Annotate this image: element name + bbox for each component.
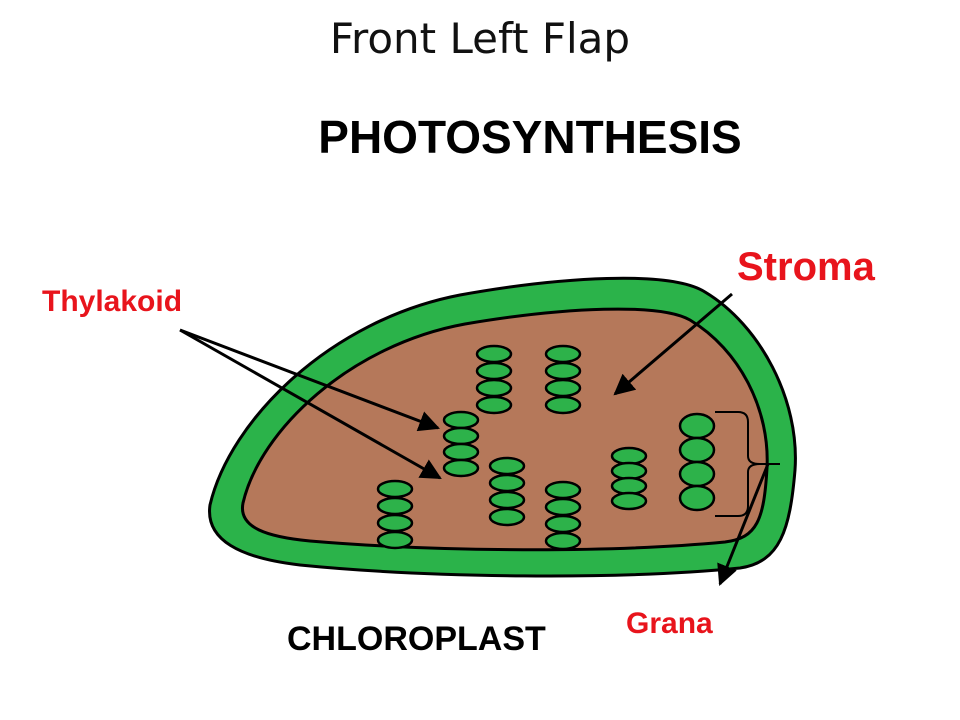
- grana-stack: [442, 410, 480, 478]
- thylakoid-disc: [475, 344, 513, 364]
- thylakoid-disc: [544, 395, 582, 415]
- thylakoid-disc: [442, 410, 480, 430]
- thylakoid-disc: [544, 378, 582, 398]
- grana-stack: [544, 344, 582, 415]
- thylakoid-disc: [475, 378, 513, 398]
- thylakoid-disc: [610, 491, 648, 511]
- thylakoid-disc: [544, 514, 582, 534]
- thylakoid-disc: [488, 473, 526, 493]
- grana-stack: [678, 412, 716, 512]
- thylakoid-disc: [544, 361, 582, 381]
- thylakoid-arrow-upper: [179, 328, 440, 432]
- grana-bracket: [715, 411, 780, 517]
- grana-arrow: [717, 463, 770, 586]
- thylakoid-disc: [376, 496, 414, 516]
- thylakoid-disc: [442, 426, 480, 446]
- thylakoid-disc: [488, 507, 526, 527]
- thylakoid-disc: [376, 513, 414, 533]
- stroma-label: Stroma: [737, 245, 875, 289]
- thylakoid-disc: [442, 442, 480, 462]
- thylakoid-disc: [488, 490, 526, 510]
- grana-stack: [475, 344, 513, 415]
- thylakoid-disc: [544, 497, 582, 517]
- thylakoid-disc: [678, 484, 716, 512]
- grana-stack: [488, 456, 526, 527]
- grana-stack: [610, 446, 648, 511]
- thylakoid-arrow-lower: [179, 328, 442, 480]
- grana-label: Grana: [626, 607, 713, 640]
- thylakoid-disc: [376, 479, 414, 499]
- page-heading: PHOTOSYNTHESIS: [318, 111, 742, 163]
- thylakoid-disc: [610, 461, 648, 481]
- chloroplast-label: CHLOROPLAST: [287, 620, 546, 658]
- thylakoid-disc: [544, 531, 582, 551]
- thylakoid-disc: [678, 412, 716, 440]
- grana-stack: [376, 479, 414, 550]
- thylakoid-disc: [442, 458, 480, 478]
- thylakoid-disc: [376, 530, 414, 550]
- thylakoid-disc: [610, 446, 648, 466]
- thylakoid-disc: [475, 361, 513, 381]
- thylakoid-disc: [488, 456, 526, 476]
- thylakoid-disc: [678, 460, 716, 488]
- thylakoid-label: Thylakoid: [42, 285, 183, 318]
- thylakoid-disc: [678, 436, 716, 464]
- thylakoid-disc: [544, 480, 582, 500]
- grana-stack: [544, 480, 582, 551]
- slide-title: Front Left Flap: [329, 14, 631, 63]
- thylakoid-disc: [544, 344, 582, 364]
- thylakoid-disc: [475, 395, 513, 415]
- stroma-arrow: [613, 292, 733, 396]
- thylakoid-disc: [610, 476, 648, 496]
